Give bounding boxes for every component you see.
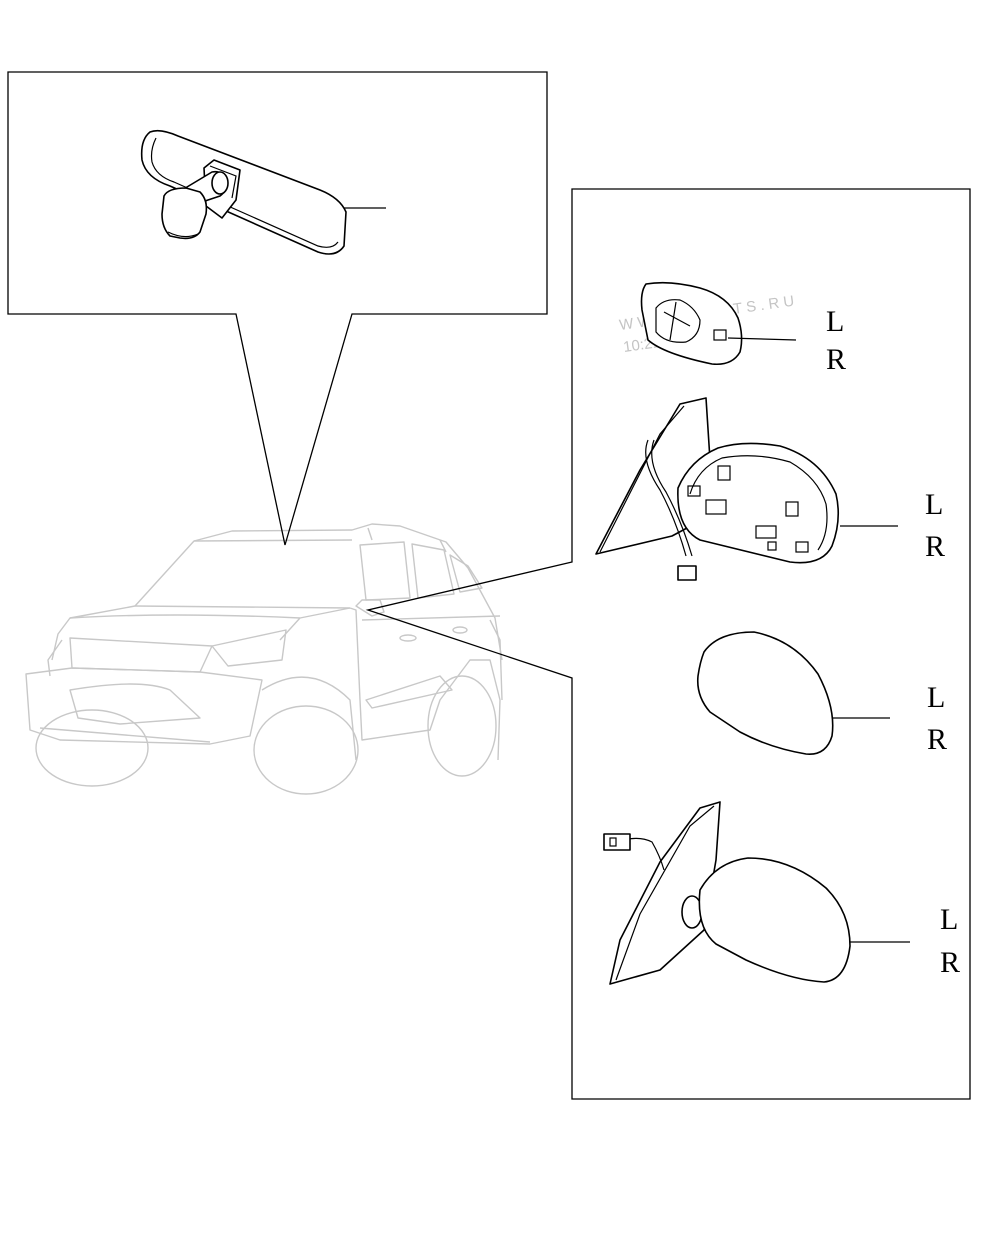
housing-label-l: L bbox=[925, 488, 943, 521]
mirror-housing-assembly[interactable] bbox=[595, 397, 898, 581]
mirror-glass-with-heater[interactable] bbox=[640, 281, 797, 366]
cover-label-l: L bbox=[927, 681, 945, 714]
glass-label-l: L bbox=[826, 305, 844, 338]
interior-mirror-callout bbox=[7, 71, 548, 546]
exterior-mirror-assembly[interactable] bbox=[603, 801, 910, 985]
vehicle-outline bbox=[25, 523, 503, 795]
cover-label-r: R bbox=[927, 723, 947, 756]
housing-label-r: R bbox=[925, 530, 945, 563]
exterior-mirror-callout bbox=[365, 188, 971, 1100]
assembly-label-r: R bbox=[940, 946, 960, 979]
interior-mirror[interactable] bbox=[140, 129, 386, 255]
assembly-label-l: L bbox=[940, 903, 958, 936]
mirror-cover[interactable] bbox=[696, 631, 890, 755]
glass-label-r: R bbox=[826, 343, 846, 376]
